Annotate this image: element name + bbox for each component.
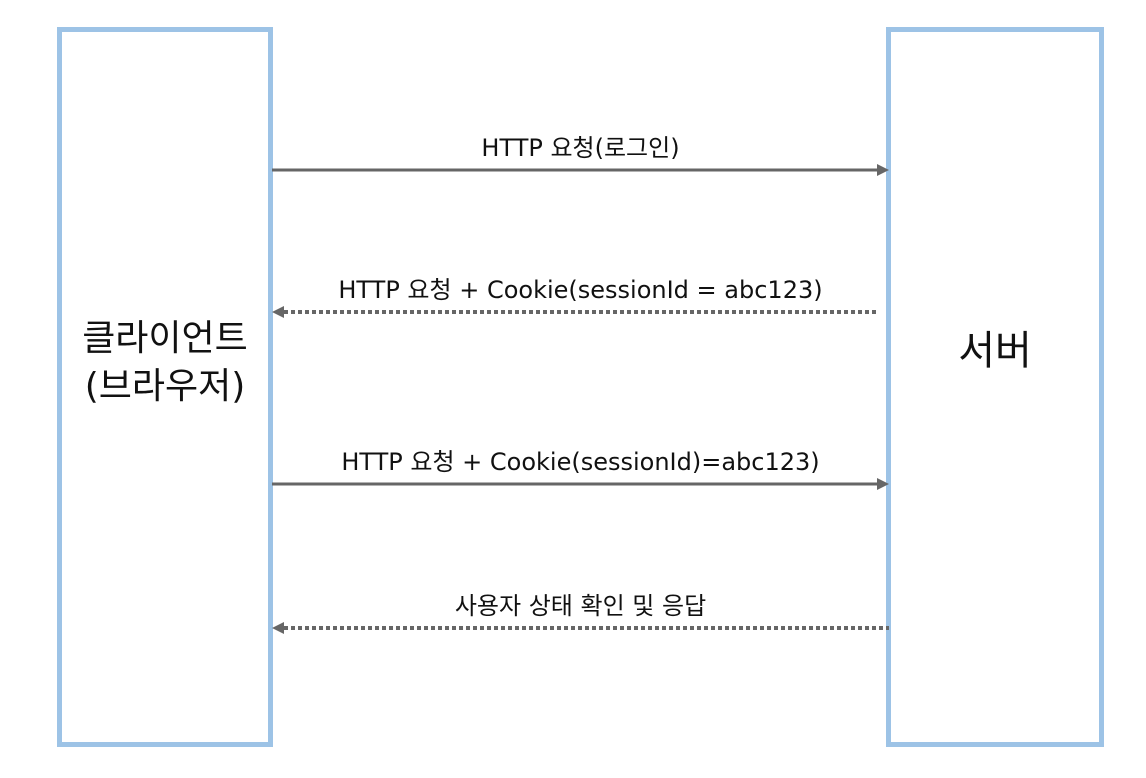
dotted-arrow-left [272, 306, 877, 318]
client-lifeline-box: 클라이언트 (브라우저) [57, 27, 273, 747]
message-login-request: HTTP 요청(로그인) [272, 128, 889, 188]
message-label: HTTP 요청 + Cookie(sessionId = abc123) [338, 276, 823, 304]
message-user-state-response: 사용자 상태 확인 및 응답 [272, 586, 889, 646]
message-label: 사용자 상태 확인 및 응답 [454, 592, 707, 620]
server-lifeline-box: 서버 [886, 27, 1104, 747]
message-label: HTTP 요청(로그인) [481, 134, 680, 162]
message-cookie-request: HTTP 요청 + Cookie(sessionId)=abc123) [272, 442, 889, 502]
message-set-cookie-response: HTTP 요청 + Cookie(sessionId = abc123) [272, 270, 889, 330]
solid-arrow-right [272, 478, 889, 490]
server-label: 서버 [958, 328, 1032, 374]
dotted-arrow-left [272, 622, 889, 634]
solid-arrow-right [272, 164, 889, 176]
client-label: 클라이언트 (브라우저) [82, 318, 248, 407]
message-label: HTTP 요청 + Cookie(sessionId)=abc123) [341, 448, 820, 476]
